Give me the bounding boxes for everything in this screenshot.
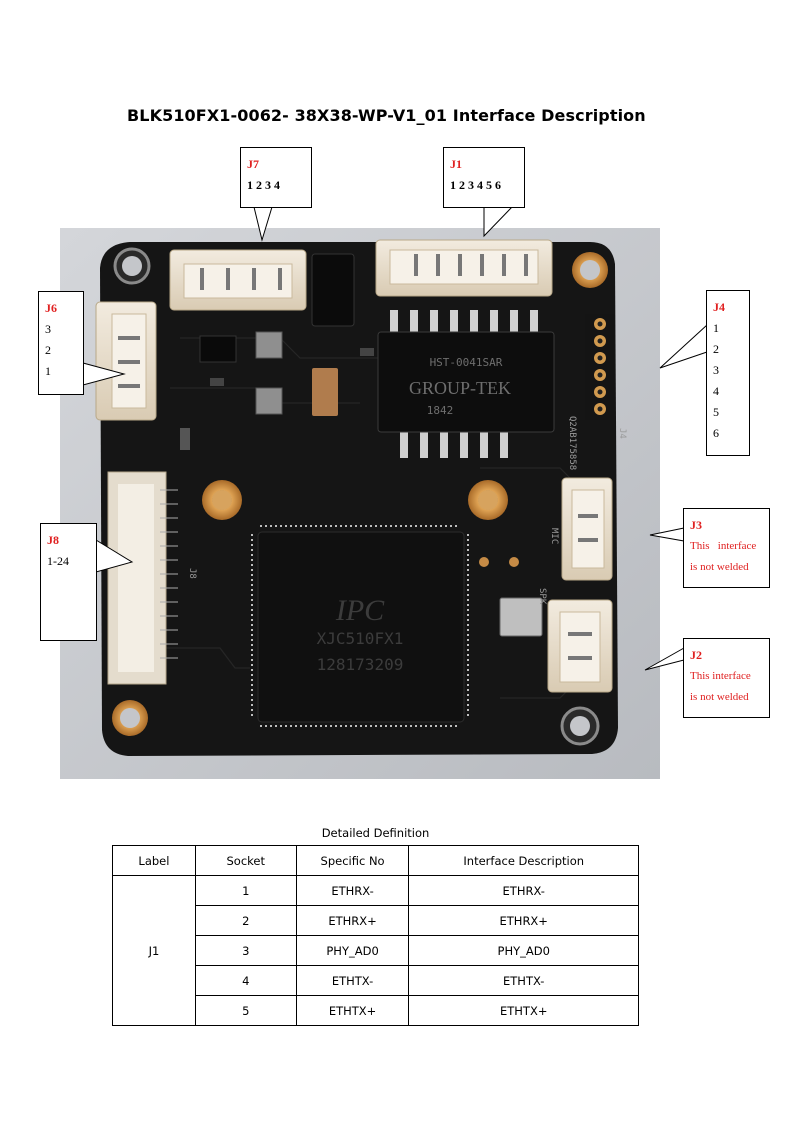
callout-j6-pin: 3 bbox=[45, 322, 51, 336]
table-row: J1 1 ETHRX- ETHRX- bbox=[112, 875, 639, 1026]
chip-label-1: IPC bbox=[335, 594, 385, 627]
connector-j2: SPK bbox=[537, 588, 613, 693]
table-header-row: Label Socket Specific No Interface Descr… bbox=[112, 845, 639, 876]
callout-j4-pin: 2 bbox=[713, 342, 719, 356]
table-cell: ETHTX+ bbox=[295, 995, 410, 1026]
transformer-label-1: HST-0041SAR bbox=[430, 356, 503, 369]
table-row: 4 ETHTX- ETHTX- bbox=[113, 965, 639, 996]
table-cell: ETHTX+ bbox=[408, 995, 639, 1026]
callout-j6: J6 3 2 1 bbox=[38, 291, 84, 395]
silk-serial: Q2AB175858 bbox=[567, 416, 577, 470]
callout-j8-pins: 1-24 bbox=[47, 554, 69, 568]
callout-j2-note-1: This interface bbox=[690, 670, 751, 682]
table-header: Interface Description bbox=[408, 845, 639, 876]
connector-j8: J8 bbox=[107, 471, 197, 685]
connector-j3: MIC bbox=[549, 477, 613, 581]
callout-j6-pin: 1 bbox=[45, 364, 51, 378]
table-cell: ETHRX+ bbox=[408, 905, 639, 936]
callout-j1-label: J1 bbox=[450, 157, 462, 171]
chip-label-2: XJC510FX1 bbox=[317, 629, 404, 648]
table-cell: ETHTX- bbox=[295, 965, 410, 996]
chip-label-3: 128173209 bbox=[317, 655, 404, 674]
table-row: 2 ETHRX+ ETHRX+ bbox=[113, 905, 639, 936]
table-cell: PHY_AD0 bbox=[408, 935, 639, 966]
callout-j4-pin: 4 bbox=[713, 384, 719, 398]
callout-j4-pin: 5 bbox=[713, 405, 719, 419]
callout-j2-note-2: is not welded bbox=[690, 691, 749, 703]
callout-j4-label: J4 bbox=[713, 300, 725, 314]
board-photo: HST-0041SAR GROUP-TEK 1842 Q2AB175858 bbox=[60, 228, 660, 779]
callout-j3-note-2: is not welded bbox=[690, 561, 749, 573]
silk-j8: J8 bbox=[187, 568, 197, 579]
callout-j6-pin: 2 bbox=[45, 343, 51, 357]
document-title: BLK510FX1-0062- 38X38-WP-V1_01 Interface… bbox=[127, 106, 646, 125]
transformer-label-3: 1842 bbox=[427, 404, 454, 417]
callout-j2: J2 This interface is not welded bbox=[683, 638, 770, 718]
callout-j4: J4 1 2 3 4 5 6 bbox=[706, 290, 750, 456]
callout-j3: J3 This interface is not welded bbox=[683, 508, 770, 588]
silk-mic: MIC bbox=[549, 528, 559, 544]
table-cell: ETHTX- bbox=[408, 965, 639, 996]
connector-j1 bbox=[375, 239, 553, 297]
callout-j8: J8 1-24 bbox=[40, 523, 97, 641]
connector-j6 bbox=[95, 301, 157, 421]
table-cell: 1 bbox=[194, 875, 297, 906]
table-cell: PHY_AD0 bbox=[295, 935, 410, 966]
table-caption: Detailed Definition bbox=[321, 826, 430, 840]
callout-j3-label: J3 bbox=[690, 518, 702, 532]
table-header: Specific No bbox=[295, 845, 410, 876]
callout-j6-label: J6 bbox=[45, 301, 57, 315]
table-row: 5 ETHTX+ ETHTX+ bbox=[113, 995, 639, 1026]
table-cell: ETHRX- bbox=[408, 875, 639, 906]
connector-j7 bbox=[169, 249, 307, 311]
table-cell: 3 bbox=[194, 935, 297, 966]
table-cell: ETHRX- bbox=[295, 875, 410, 906]
callout-j4-pin: 6 bbox=[713, 426, 719, 440]
silk-spk: SPK bbox=[537, 588, 547, 605]
small-components bbox=[180, 331, 543, 637]
header-j4: Q2AB175858 bbox=[567, 314, 615, 470]
callout-j1: J1 1 2 3 4 5 6 bbox=[443, 147, 525, 208]
table-header: Socket bbox=[194, 845, 297, 876]
callout-j1-pins: 1 2 3 4 5 6 bbox=[450, 178, 501, 192]
callout-j4-pin: 1 bbox=[713, 321, 719, 335]
silk-j4: J4 bbox=[617, 428, 627, 439]
transformer-label-2: GROUP-TEK bbox=[409, 378, 511, 398]
table-cell: 2 bbox=[194, 905, 297, 936]
callout-j3-note-1: This interface bbox=[690, 540, 757, 552]
power-inductor bbox=[311, 253, 355, 327]
pointer-j4 bbox=[659, 323, 708, 369]
callout-j2-label: J2 bbox=[690, 648, 702, 662]
callout-j4-pin: 3 bbox=[713, 363, 719, 377]
callout-j7-pins: 1 2 3 4 bbox=[247, 178, 280, 192]
callout-j7: J7 1 2 3 4 bbox=[240, 147, 312, 208]
table-header: Label bbox=[112, 845, 196, 876]
callout-j8-label: J8 bbox=[47, 533, 59, 547]
table-cell: 5 bbox=[194, 995, 297, 1026]
table-group-label: J1 bbox=[112, 875, 196, 1026]
soc-chip: IPC XJC510FX1 128173209 bbox=[251, 525, 469, 727]
table-cell: ETHRX+ bbox=[295, 905, 410, 936]
ethernet-transformer: HST-0041SAR GROUP-TEK 1842 bbox=[377, 310, 555, 458]
mounting-holes bbox=[112, 247, 608, 746]
callout-j7-label: J7 bbox=[247, 157, 259, 171]
definition-table: Label Socket Specific No Interface Descr… bbox=[112, 845, 639, 1026]
table-cell: 4 bbox=[194, 965, 297, 996]
